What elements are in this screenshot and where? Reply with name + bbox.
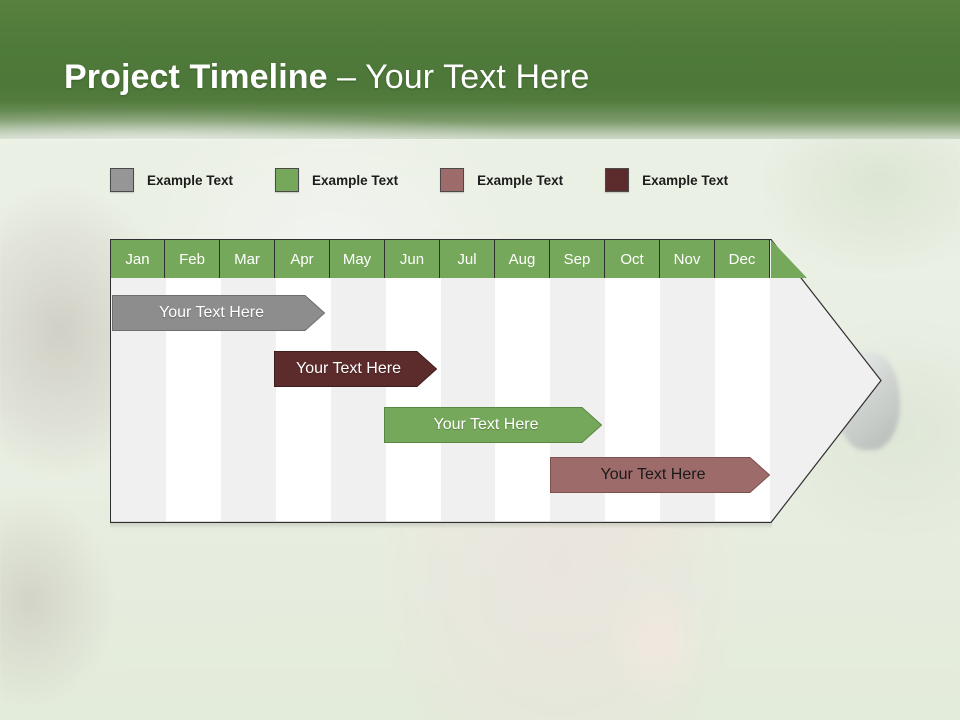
timeline-bar[interactable]: Your Text Here [384,407,602,443]
month-header-mar[interactable]: Mar [220,240,275,278]
legend-swatch-maroon [605,168,630,192]
month-header-nov[interactable]: Nov [660,240,715,278]
timeline-bar-arrow [550,457,770,493]
timeline-bar-label: Your Text Here [296,360,401,377]
legend-item: Example Text [275,168,398,192]
legend-swatch-green [275,168,300,192]
month-header-jul[interactable]: Jul [440,240,495,278]
timeline-column-may [330,278,386,521]
legend-item: Example Text [110,168,233,192]
timeline-column-aug [495,278,551,521]
timeline-bar-label: Your Text Here [159,304,264,321]
legend: Example Text Example Text Example Text Exam… [110,168,770,192]
month-header-feb[interactable]: Feb [165,240,220,278]
month-header-may[interactable]: May [330,240,385,278]
legend-item: Example Text [605,168,728,192]
month-header-jun[interactable]: Jun [385,240,440,278]
month-header-apr[interactable]: Apr [275,240,330,278]
legend-swatch-rose [440,168,465,192]
month-header-aug[interactable]: Aug [495,240,550,278]
legend-item-label: Example Text [147,172,234,188]
month-header-sep[interactable]: Sep [550,240,605,278]
timeline-bar-label: Your Text Here [600,466,706,483]
month-header-jan[interactable]: Jan [110,240,165,278]
header-sheen [0,104,960,140]
month-header-dec[interactable]: Dec [715,240,770,278]
page-title: Project Timeline – Your Text Here [64,57,590,97]
timeline-bar-arrow [274,351,437,387]
header-band [0,0,960,140]
legend-item: Example Text [440,168,563,192]
timeline-bottom-shadow [110,523,772,529]
month-header-oct[interactable]: Oct [605,240,660,278]
timeline-bar[interactable]: Your Text Here [550,457,770,493]
legend-swatch-gray [110,168,134,192]
legend-item-label: Example Text [642,172,729,188]
timeline-bar-arrow [384,407,602,443]
timeline-column-jun [385,278,441,521]
legend-item-label: Example Text [312,172,399,188]
timeline-column-jul [440,278,496,521]
timeline-bar-label: Your Text Here [433,416,539,433]
page-title-light: – Your Text Here [327,58,590,96]
page-title-bold: Project Timeline [64,58,328,96]
legend-item-label: Example Text [477,172,564,188]
timeline-bar[interactable]: Your Text Here [112,295,325,331]
arrow-head-green-fill [771,240,807,278]
timeline-bar[interactable]: Your Text Here [274,351,437,387]
timeline-bar-arrow [112,295,325,331]
